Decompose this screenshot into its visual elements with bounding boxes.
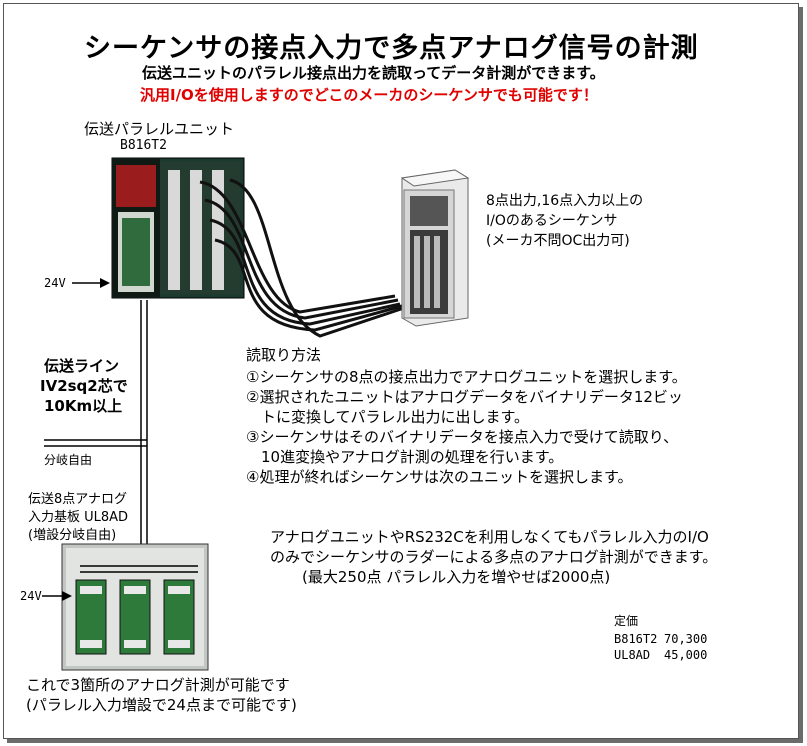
method-step: ①シーケンサの8点の接点出力でアナログユニットを選択します。 (246, 368, 687, 386)
method-heading: 読取り方法 (246, 346, 322, 364)
footer-line1: これで3箇所のアナログ計測が可能です (26, 676, 290, 694)
footer-line2: (パラレル入力増設で24点まで可能です) (26, 696, 297, 714)
transmission-line3: 10Km以上 (44, 397, 123, 415)
unit-power-label: 24V (44, 276, 66, 290)
transmission-line2: IV2sq2芯で (40, 377, 128, 395)
summary-line3: (最大250点 パラレル入力を増やせば2000点) (302, 568, 611, 586)
price-heading: 定価 (614, 614, 639, 628)
branch-label: 分岐自由 (44, 453, 93, 467)
method-step: ②選択されたユニットはアナログデータをバイナリデータ12ビッ (246, 388, 683, 406)
board-line3: (増設分岐自由) (28, 528, 117, 543)
price-row-model: UL8AD (614, 648, 651, 662)
method-step: ④処理が終ればシーケンサは次のユニットを選択します。 (246, 468, 633, 486)
plc-line1: 8点出力,16点入力以上の (486, 193, 644, 209)
analog-board-image (61, 543, 209, 671)
summary-line2: のみでシーケンサのラダーによる多点のアナログ計測ができます。 (270, 548, 718, 566)
plc-line3: (メーカ不問OC出力可) (486, 233, 630, 249)
unit-label: 伝送パラレルユニット (84, 120, 235, 138)
notice: 汎用I/Oを使用しますのでどこのメーカのシーケンサでも可能です！ (140, 86, 598, 104)
subtitle: 伝送ユニットのパラレル接点出力を読取ってデータ計測ができます。 (142, 64, 605, 82)
cable-bundle (199, 178, 405, 338)
summary-line1: アナログユニットやRS232Cを利用しなくてもパラレル入力のI/O (270, 528, 709, 546)
method-step: 10進変換やアナログ計測の処理を行います。 (246, 448, 564, 466)
method-step: ③シーケンサはそのバイナリデータを接点入力で受けて読取り、 (246, 428, 679, 446)
unit-model: B816T2 (120, 138, 167, 153)
price-row-model: B816T2 (614, 632, 658, 646)
plc-image (400, 169, 470, 327)
transmission-line1: 伝送ライン (44, 357, 120, 375)
board-line1: 伝送8点アナログ (28, 492, 128, 507)
board-power-label: 24V (20, 589, 42, 603)
price-row-value: 70,300 (664, 632, 708, 646)
page-title: シーケンサの接点入力で多点アナログ信号の計測 (84, 33, 699, 64)
board-line2: 入力基板 UL8AD (28, 510, 129, 525)
transmission-unit-image (111, 157, 245, 299)
method-step: トに変換してパラレル出力に出します。 (246, 408, 530, 426)
plc-line2: I/Oのあるシーケンサ (486, 213, 618, 229)
price-row-value: 45,000 (664, 648, 708, 662)
